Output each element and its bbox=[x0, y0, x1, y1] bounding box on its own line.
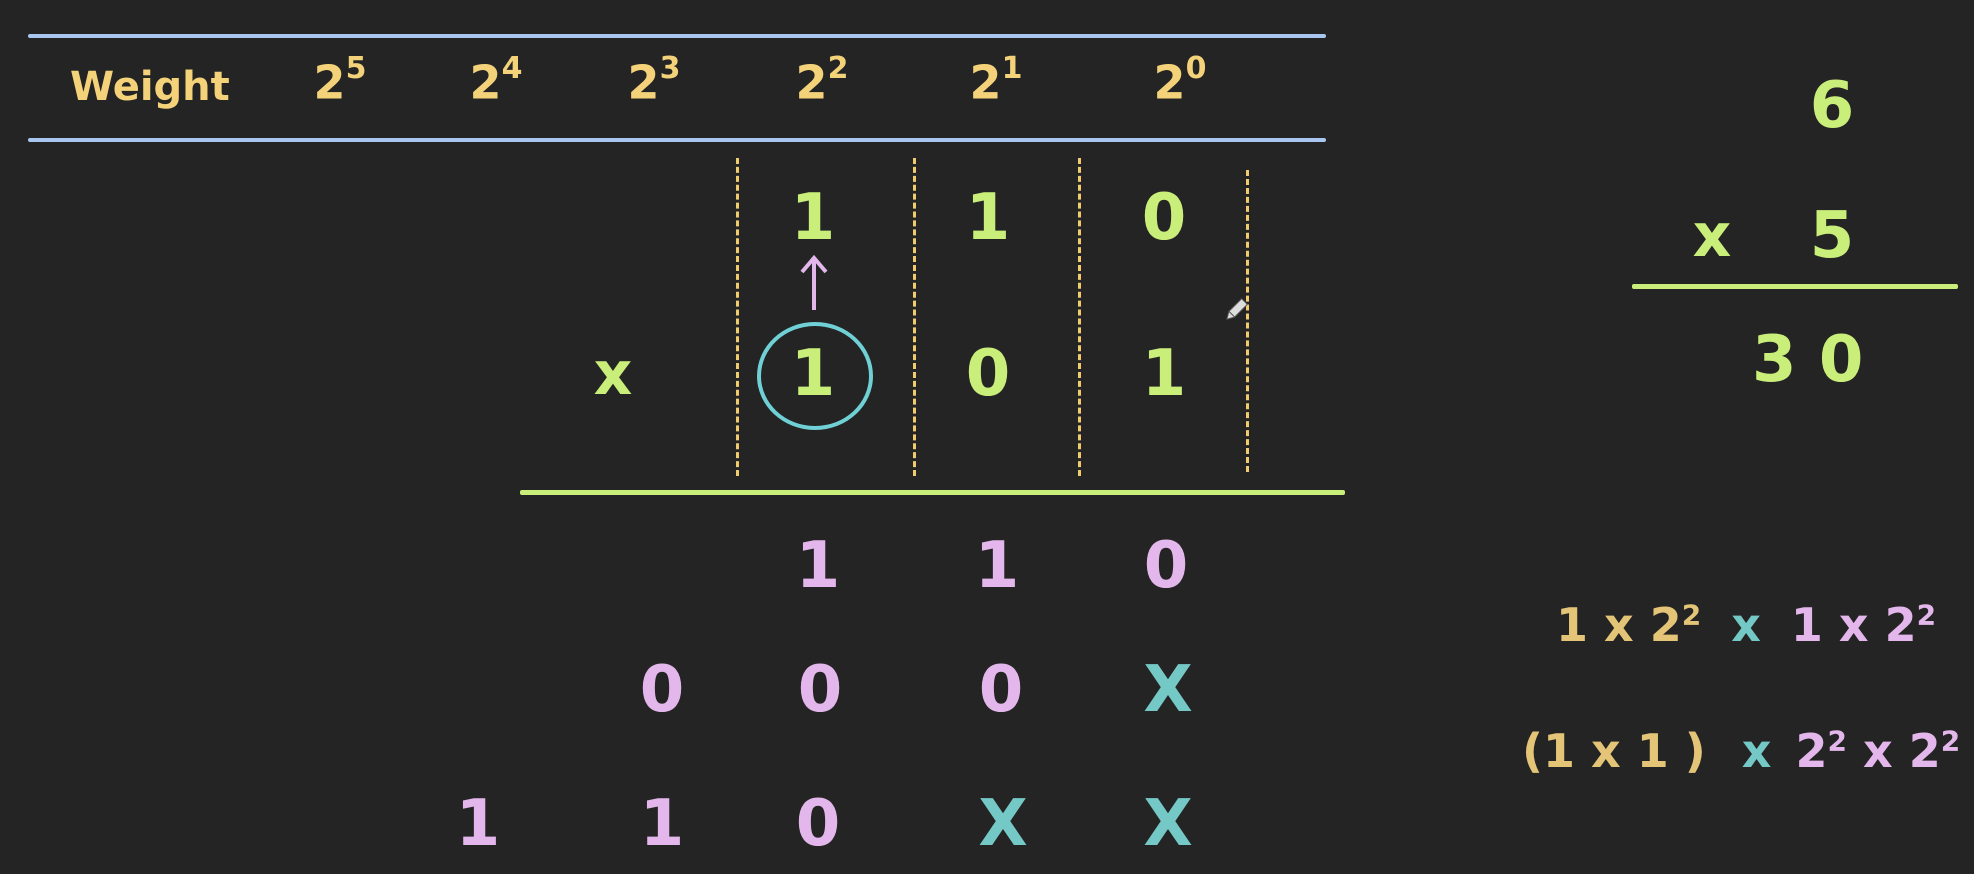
placeholder-x: X bbox=[978, 787, 1028, 861]
decimal-multiply-sign: x bbox=[1692, 201, 1732, 271]
partial-digit: 1 bbox=[455, 787, 501, 861]
column-divider bbox=[1246, 170, 1249, 472]
weight-2-5: 25 bbox=[313, 51, 367, 110]
weight-label: Weight bbox=[70, 64, 230, 110]
multiply-sign: x bbox=[593, 339, 633, 409]
product-line bbox=[520, 490, 1345, 495]
placeholder-x: X bbox=[1143, 653, 1193, 727]
partial-digit: 0 bbox=[797, 653, 843, 727]
multiplier-digit: 1 bbox=[790, 337, 836, 411]
up-arrow-icon bbox=[800, 254, 828, 310]
multiplier-digit: 0 bbox=[965, 337, 1011, 411]
multiplicand-digit: 0 bbox=[1141, 181, 1187, 255]
decimal-result: 3 0 bbox=[1752, 323, 1864, 397]
partial-digit: 0 bbox=[978, 653, 1024, 727]
partial-digit: 1 bbox=[639, 787, 685, 861]
weight-2-0: 20 bbox=[1153, 51, 1207, 110]
partial-digit: 0 bbox=[1143, 529, 1189, 603]
multiplicand-digit: 1 bbox=[790, 181, 836, 255]
placeholder-x: X bbox=[1143, 787, 1193, 861]
header-bottom-line bbox=[28, 138, 1326, 142]
partial-digit: 0 bbox=[795, 787, 841, 861]
formula-line-1: 1 x 22 x 1 x 22 bbox=[1556, 598, 1937, 652]
weight-2-1: 21 bbox=[969, 51, 1023, 110]
weight-2-2: 22 bbox=[795, 51, 849, 110]
partial-digit: 1 bbox=[795, 529, 841, 603]
weight-2-3: 23 bbox=[627, 51, 681, 110]
header-top-line bbox=[28, 34, 1326, 38]
decimal-line bbox=[1632, 284, 1958, 289]
multiplier-digit: 1 bbox=[1141, 337, 1187, 411]
highlight-circle bbox=[757, 322, 873, 430]
partial-digit: 0 bbox=[639, 653, 685, 727]
column-divider bbox=[1078, 158, 1081, 476]
weight-2-4: 24 bbox=[469, 51, 523, 110]
column-divider bbox=[913, 158, 916, 476]
formula-line-2: (1 x 1 ) x 22 x 22 bbox=[1522, 724, 1961, 778]
decimal-bottom: 5 bbox=[1809, 199, 1855, 273]
decimal-top: 6 bbox=[1809, 69, 1855, 143]
multiplicand-digit: 1 bbox=[965, 181, 1011, 255]
partial-digit: 1 bbox=[974, 529, 1020, 603]
pencil-cursor-icon bbox=[1226, 297, 1249, 320]
column-divider bbox=[736, 158, 739, 476]
